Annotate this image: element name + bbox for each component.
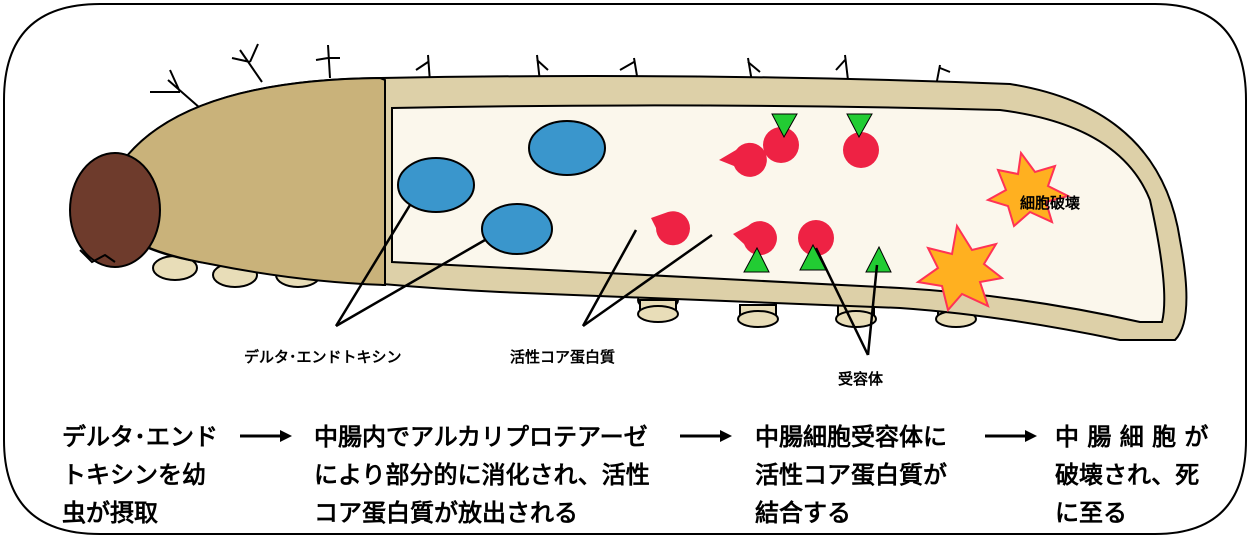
- step-1-text: デルタ･エンド トキシンを幼 虫が摂取: [62, 418, 242, 532]
- step-4-text: 中 腸 細 胞 が 破壊され、死 に至る: [1055, 418, 1235, 532]
- step-2-line1: 中腸内でアルカリプロテアーゼ: [314, 418, 674, 456]
- cell-destruction-label: 細胞破壊: [1020, 192, 1080, 213]
- caterpillar-head: [70, 153, 160, 267]
- step-3-line1: 中腸細胞受容体に: [755, 418, 985, 456]
- step-4-line1: 中 腸 細 胞 が: [1055, 418, 1235, 456]
- receptor-label: 受容体: [838, 368, 883, 389]
- step-3-line2: 活性コア蛋白質が: [755, 456, 985, 494]
- step-4-line2: 破壊され、死: [1055, 456, 1235, 494]
- active-core-protein-label: 活性コア蛋白質: [510, 346, 615, 367]
- step-3-line3: 結合する: [755, 494, 985, 532]
- step-2-line3: コア蛋白質が放出される: [314, 494, 674, 532]
- step-4-line3: に至る: [1055, 494, 1235, 532]
- delta-endotoxin-label: デルタ･エンドトキシン: [244, 346, 402, 367]
- step-1-line3: 虫が摂取: [62, 494, 242, 532]
- step-3-text: 中腸細胞受容体に 活性コア蛋白質が 結合する: [755, 418, 985, 532]
- step-1-line2: トキシンを幼: [62, 456, 242, 494]
- step-2-text: 中腸内でアルカリプロテアーゼ により部分的に消化され、活性 コア蛋白質が放出され…: [314, 418, 674, 532]
- step-1-line1: デルタ･エンド: [62, 418, 242, 456]
- step-2-line2: により部分的に消化され、活性: [314, 456, 674, 494]
